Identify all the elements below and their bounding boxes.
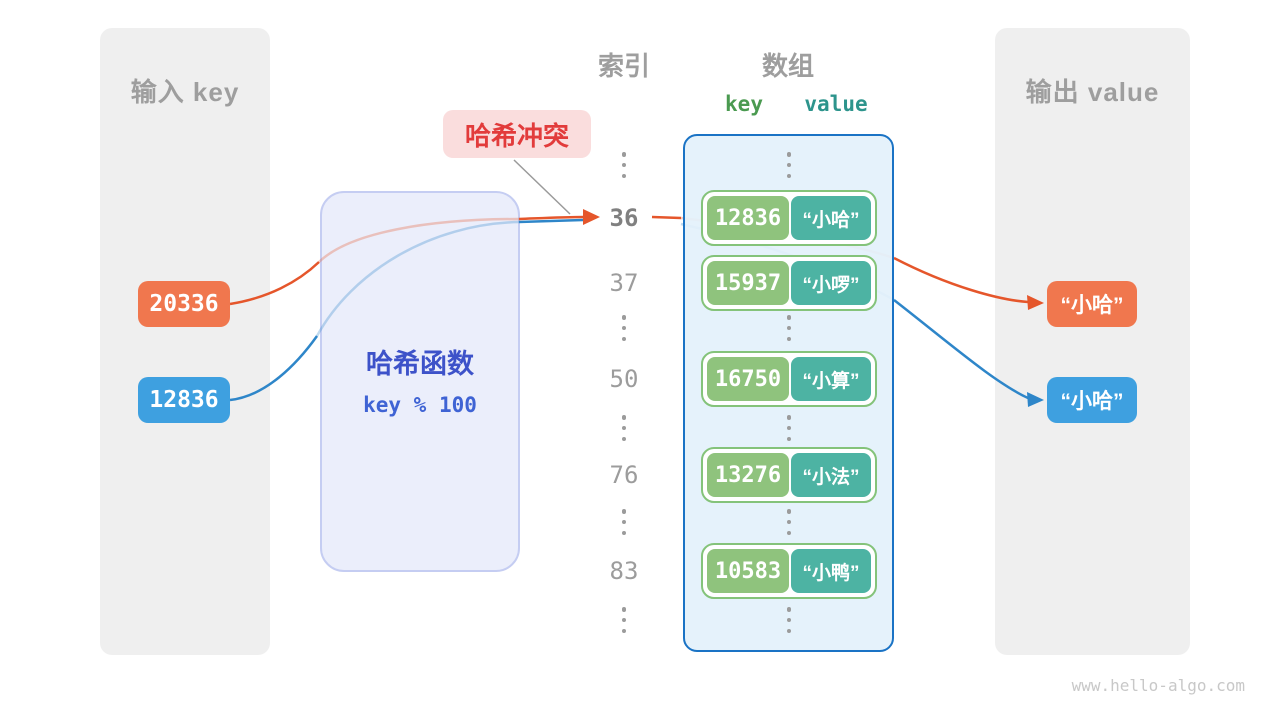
- output-value-chip: “小哈”: [1047, 377, 1137, 423]
- index-column-title: 索引: [597, 51, 650, 81]
- array-ellipsis: [786, 315, 792, 341]
- callout-line: [513, 159, 571, 215]
- array-entry-key: 12836: [707, 196, 789, 240]
- array-key-header: key: [725, 92, 763, 116]
- index-cell-37: 37: [609, 269, 639, 297]
- array-column-title: 数组: [761, 51, 814, 81]
- input-key-chip: 12836: [138, 377, 230, 423]
- watermark-url: www.hello-algo.com: [1071, 676, 1245, 695]
- hash-function-title: 哈希函数: [366, 349, 474, 379]
- index-cell-50: 50: [609, 365, 639, 393]
- array-entry-key: 15937: [707, 261, 789, 305]
- orange-line-index-to-array: [651, 215, 682, 220]
- input-key-chip: 20336: [138, 281, 230, 327]
- hash-function-box: [320, 191, 520, 572]
- output-panel-title: 输出 value: [1025, 77, 1160, 107]
- blue-curve-to-index: [518, 218, 584, 224]
- array-entry-value: “小法”: [791, 453, 871, 497]
- array-entry-key: 10583: [707, 549, 789, 593]
- array-ellipsis: [786, 607, 792, 633]
- array-entry-value: “小啰”: [791, 261, 871, 305]
- array-entry-value: “小鸭”: [791, 549, 871, 593]
- index-ellipsis: [621, 315, 627, 341]
- index-ellipsis: [621, 509, 627, 535]
- array-ellipsis: [786, 152, 792, 178]
- array-ellipsis: [786, 415, 792, 441]
- array-value-header: value: [804, 92, 868, 116]
- array-entry-key: 16750: [707, 357, 789, 401]
- hash-collision-label: 哈希冲突: [443, 110, 591, 158]
- index-ellipsis: [621, 607, 627, 633]
- array-entry: 12836 “小哈”: [701, 190, 877, 246]
- input-key-panel: 输入 key: [100, 28, 270, 655]
- hash-function-formula: key % 100: [363, 393, 477, 417]
- output-value-panel: 输出 value: [995, 28, 1190, 655]
- array-entry: 15937 “小啰”: [701, 255, 877, 311]
- index-cell-76: 76: [609, 461, 639, 489]
- index-cell-36: 36: [609, 204, 639, 232]
- array-ellipsis: [786, 509, 792, 535]
- array-entry: 10583 “小鸭”: [701, 543, 877, 599]
- index-ellipsis: [621, 415, 627, 441]
- array-entry-value: “小哈”: [791, 196, 871, 240]
- input-panel-title: 输入 key: [130, 77, 240, 107]
- index-ellipsis: [621, 152, 627, 178]
- index-cell-83: 83: [609, 557, 639, 585]
- array-entry: 13276 “小法”: [701, 447, 877, 503]
- array-entry-value: “小算”: [791, 357, 871, 401]
- array-entry-key: 13276: [707, 453, 789, 497]
- orange-curve-to-index: [518, 215, 585, 221]
- array-entry: 16750 “小算”: [701, 351, 877, 407]
- output-value-chip: “小哈”: [1047, 281, 1137, 327]
